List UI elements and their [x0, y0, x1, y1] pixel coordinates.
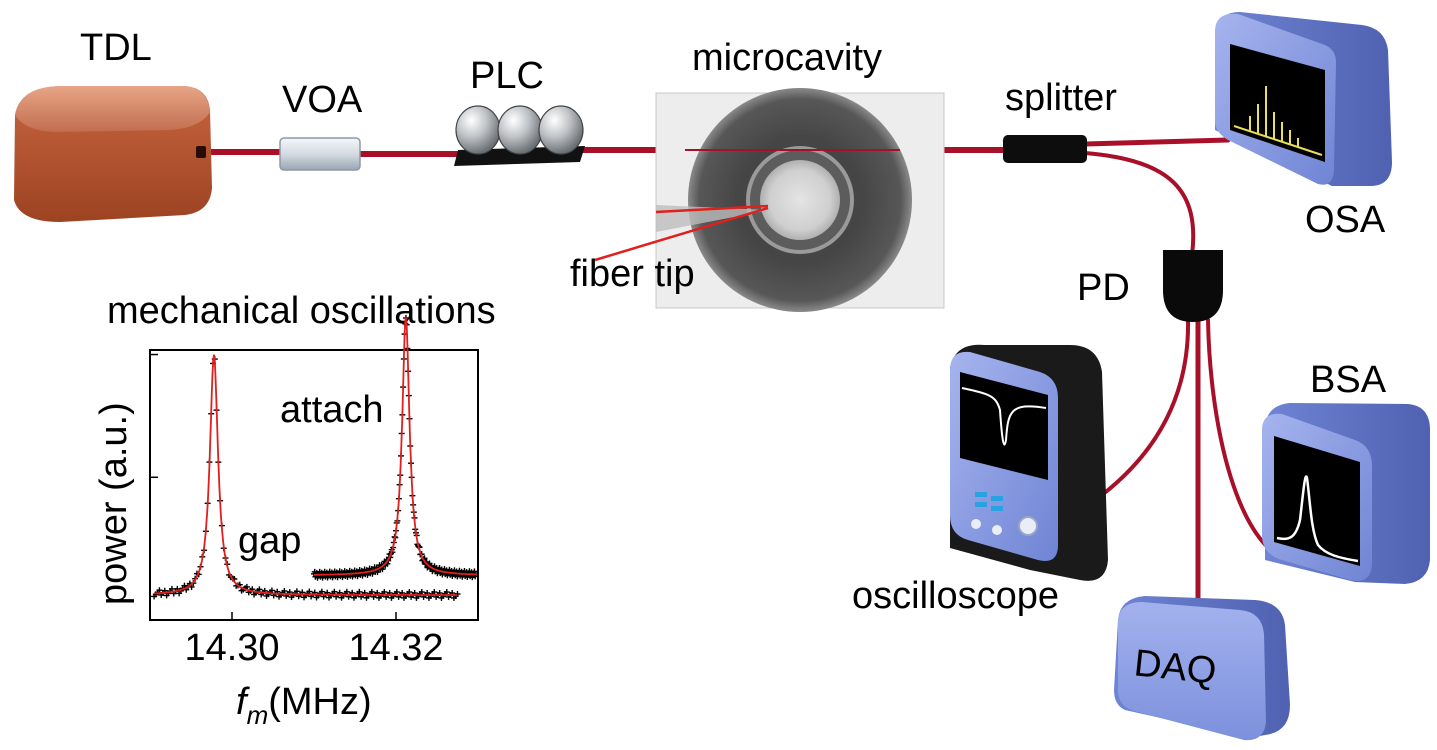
oscilloscope-label: oscilloscope [852, 575, 1059, 617]
oscilloscope-device [950, 344, 1108, 581]
chart-marks [151, 314, 479, 601]
x-axis-label: fm(MHz) [236, 681, 372, 730]
fiber-splitter-pd [1083, 151, 1196, 257]
fiber-tip-pointer-lower [594, 206, 769, 262]
daq-device [1114, 596, 1290, 741]
data-point-gap [281, 587, 288, 594]
data-point-gap [331, 588, 338, 595]
data-point-gap [318, 588, 325, 595]
annotation-attach: attach [280, 389, 384, 431]
osa-analyzer [1214, 12, 1392, 186]
bsa-trace [1276, 475, 1359, 563]
x-axis-label-sub: m [247, 700, 269, 730]
x-axis-label-unit: (MHz) [268, 681, 371, 723]
x-axis-label-main: f [236, 681, 250, 723]
tdl-laser [14, 86, 212, 222]
plc-controller [454, 105, 585, 166]
oscilloscope-buttons [975, 492, 1003, 511]
oscilloscope-trace [961, 387, 1047, 446]
data-point-gap [243, 583, 250, 590]
fiber-tip-pointer-upper [655, 204, 769, 214]
y-axis-label: power (a.u.) [93, 402, 135, 605]
fit-curve-attach [314, 317, 477, 576]
oscilloscope-knob-3 [1018, 516, 1038, 536]
data-point-gap [443, 589, 450, 596]
microcavity-label: microcavity [692, 37, 882, 79]
tdl-label: TDL [80, 27, 152, 69]
data-point-gap [418, 589, 425, 596]
mechanical-oscillations-chart: 14.30 14.32 gap attach power (a.u.) fm(MH… [93, 314, 479, 730]
osa-spectrum-trace [1233, 86, 1323, 156]
pd-label: PD [1077, 267, 1130, 309]
data-point-gap [256, 586, 263, 593]
pd-photodetector [1163, 250, 1223, 322]
data-point-gap [368, 588, 375, 595]
chart-title: mechanical oscillations [107, 290, 496, 332]
plc-label: PLC [470, 55, 544, 97]
splitter-label: splitter [1005, 77, 1117, 119]
voa-label: VOA [282, 79, 363, 121]
data-point-gap [293, 588, 300, 595]
fiber-splitter-osa [1082, 137, 1231, 147]
fit-curve-gap [153, 354, 458, 596]
oscilloscope-knob-1 [971, 519, 981, 529]
daq-label: DAQ [1132, 642, 1218, 692]
oscilloscope-screen [960, 372, 1048, 480]
data-point-gap [381, 588, 388, 595]
splitter-coupler [1003, 135, 1087, 163]
oscilloscope-knob-2 [992, 525, 1002, 535]
fiber-tip-label: fiber tip [570, 253, 695, 295]
x-tick-label: 14.32 [348, 627, 443, 669]
data-point-gap [454, 591, 461, 598]
data-point-gap [406, 588, 413, 595]
osa-label: OSA [1305, 199, 1386, 241]
data-point-gap [393, 588, 400, 595]
data-point-gap [343, 588, 350, 595]
microcavity-image [594, 88, 945, 312]
voa-attenuator [279, 137, 361, 171]
data-point-gap [168, 585, 175, 592]
data-point-gap [306, 588, 313, 595]
bsa-analyzer [1262, 403, 1430, 584]
annotation-gap: gap [238, 520, 301, 562]
x-tick-label: 14.30 [184, 627, 279, 669]
data-point-gap [431, 589, 438, 596]
data-point-gap [356, 588, 363, 595]
data-point-gap [268, 587, 275, 594]
tdl-output-port [196, 146, 206, 158]
bsa-label: BSA [1310, 359, 1387, 401]
chart-ticks: 14.30 14.32 [150, 353, 444, 669]
